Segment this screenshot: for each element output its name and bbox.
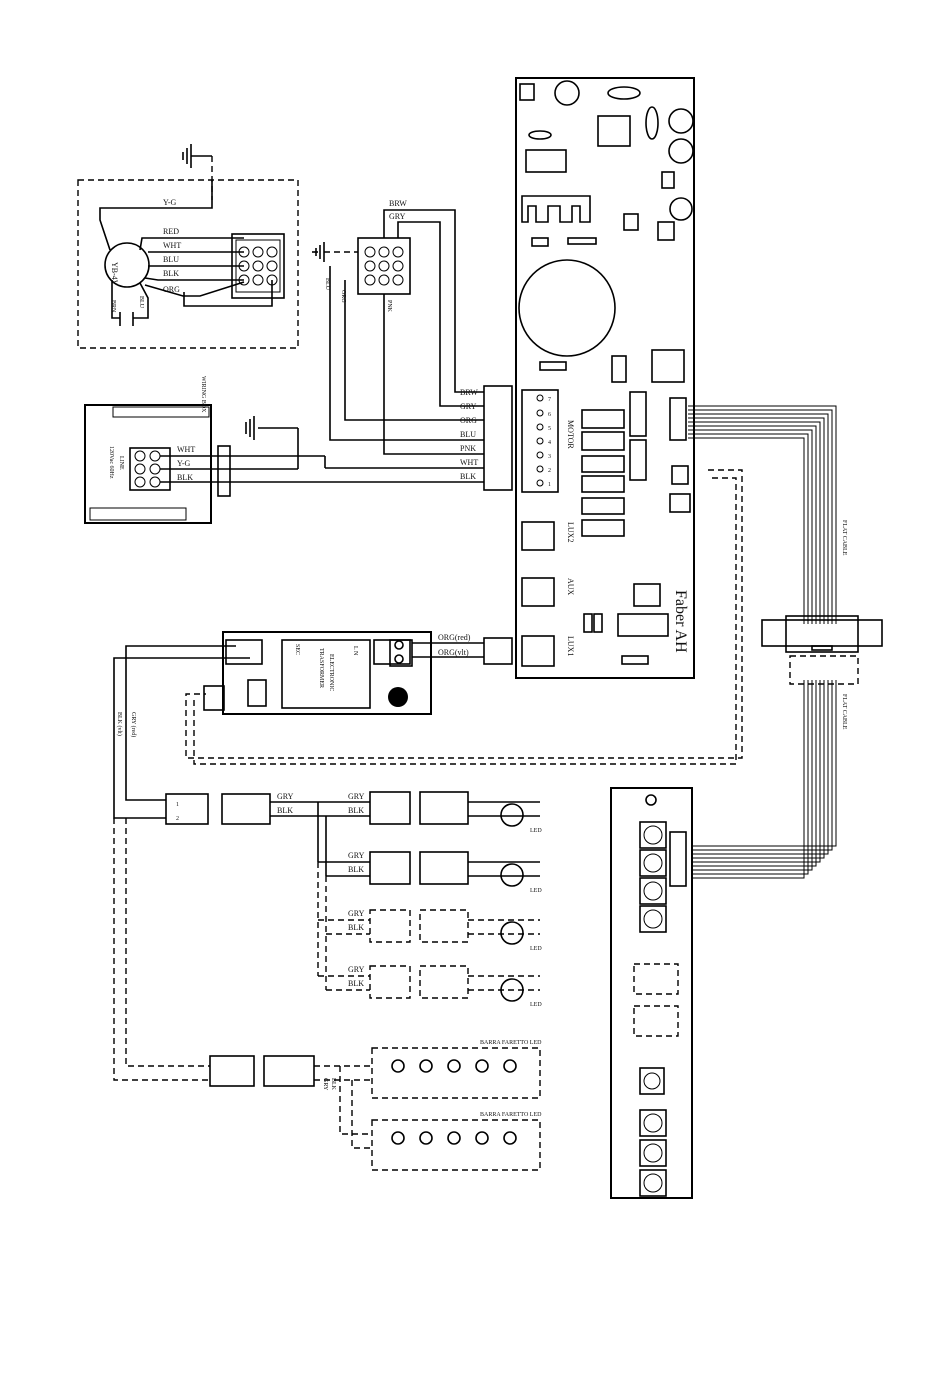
line-spec-label: 120Vac 60Hz	[108, 446, 114, 479]
wire-wht-label: WHT	[163, 241, 181, 250]
led-module-4	[318, 965, 540, 1002]
line-blk: BLK	[177, 473, 193, 482]
trafo-wires	[113, 637, 513, 819]
aux-label: AUX	[566, 578, 575, 596]
board-brand: Faber AH	[672, 590, 689, 653]
svg-text:2: 2	[548, 468, 551, 474]
led2-blk: BLK	[348, 865, 364, 874]
wire-aux-blu-label: BLU	[324, 278, 330, 291]
wire-gry-label: GRY	[389, 212, 406, 221]
led-main-connector	[165, 793, 271, 825]
motor-enclosure	[77, 179, 299, 349]
svg-text:3: 3	[548, 454, 551, 460]
wire-yg-label: Y-G	[163, 198, 177, 207]
trafo-out-vlt: ORG(vlt)	[438, 648, 469, 657]
board-input-terminal	[483, 385, 513, 491]
ln-label: L N	[352, 646, 358, 656]
electronic-transformer	[203, 631, 432, 715]
svg-text:5: 5	[548, 426, 551, 432]
motor-port-label: MOTOR	[566, 420, 575, 449]
svg-text:4: 4	[548, 440, 551, 446]
led1-gry: GRY	[348, 792, 365, 801]
led-wire-gry: GRY	[277, 792, 294, 801]
board-in-brw: BRW	[460, 388, 478, 397]
board-in-pnk: PNK	[460, 444, 476, 453]
led-module-3	[318, 909, 540, 945]
trafo-side-blk: BLK (vlt)	[116, 712, 123, 736]
trafo-out-red: ORG(red)	[438, 633, 471, 642]
wire-brn-label: BRN	[110, 300, 116, 313]
led-bar-2	[371, 1119, 541, 1171]
ground-symbol-top	[182, 144, 213, 200]
transformer-label-1: ELECTRONIC	[328, 654, 334, 691]
svg-text:1: 1	[548, 482, 551, 488]
line-yg: Y-G	[177, 459, 191, 468]
main-control-board	[515, 77, 695, 679]
wire-red-label: RED	[163, 227, 179, 236]
bar-led-label-1: BARRA FARETTO LED	[480, 1040, 542, 1046]
flat-cable-connector	[761, 615, 883, 685]
wire-aux-org-label: ORG	[340, 290, 346, 303]
svg-text:7: 7	[548, 397, 551, 403]
bar-wire-blk: BLK	[330, 1078, 336, 1091]
flat-cable-bottom	[688, 680, 837, 879]
led3-gry: GRY	[348, 909, 365, 918]
line-wht: WHT	[177, 445, 195, 454]
wire-org-label: ORG	[163, 285, 180, 294]
conn-pin-2: 2	[176, 816, 179, 822]
led-bus-wires	[270, 801, 370, 990]
dashed-signal-cable	[185, 469, 743, 765]
motor-pin-labels: 7 6 5 4 3 2 1	[548, 397, 551, 488]
wiring-box	[84, 404, 231, 524]
led2-gry: GRY	[348, 851, 365, 860]
lux2-label: LUX2	[566, 522, 575, 542]
sec-label: SEC	[294, 644, 300, 655]
board-in-org: ORG	[460, 416, 477, 425]
board-in-wht: WHT	[460, 458, 478, 467]
motor-connector	[183, 233, 285, 307]
conn-pin-1: 1	[176, 802, 179, 808]
flat-cable-label-2: FLAT CABLE	[841, 694, 847, 730]
trafo-side-gry: GRY (red)	[130, 712, 137, 737]
wiring-box-label: WIRING BOX	[200, 376, 206, 413]
wire-aux-pnk-label: PNK	[386, 300, 392, 313]
board-in-blk: BLK	[460, 472, 476, 481]
lux1-label: LUX1	[566, 636, 575, 656]
motor: YB-4V	[99, 180, 213, 326]
wire-blk-label: BLK	[163, 269, 179, 278]
led-module-1	[369, 791, 540, 827]
motor-wires	[139, 237, 245, 297]
led3-label: LED	[530, 946, 542, 952]
bar-led-label-2: BARRA FARETTO LED	[480, 1112, 542, 1118]
led1-label: LED	[530, 828, 542, 834]
wire-blu2-label: BLU	[138, 296, 144, 309]
bar-led-wires	[113, 818, 372, 1149]
board-in-gry: GRY	[460, 402, 477, 411]
control-panel	[610, 787, 693, 1199]
led-wire-blk: BLK	[277, 806, 293, 815]
led-bar-1	[371, 1047, 541, 1099]
flat-cable-label-1: FLAT CABLE	[841, 520, 847, 556]
board-in-blu: BLU	[460, 430, 476, 439]
svg-text:6: 6	[548, 412, 551, 418]
led4-blk: BLK	[348, 979, 364, 988]
line-wires	[160, 416, 484, 483]
led-module-2	[318, 851, 540, 887]
wire-blu-label: BLU	[163, 255, 179, 264]
motor-label: YB-4V	[110, 262, 119, 286]
transformer-label-2: TRASFORMER	[318, 648, 324, 688]
led3-blk: BLK	[348, 923, 364, 932]
led4-gry: GRY	[348, 965, 365, 974]
led2-label: LED	[530, 888, 542, 894]
led4-label: LED	[530, 1002, 542, 1008]
line-label: LINE	[118, 456, 124, 470]
flat-cable-top	[688, 405, 837, 624]
bar-wire-gry: GRY	[322, 1078, 328, 1091]
aux-connector	[312, 209, 484, 455]
wire-brw-label: BRW	[389, 199, 407, 208]
led1-blk: BLK	[348, 806, 364, 815]
